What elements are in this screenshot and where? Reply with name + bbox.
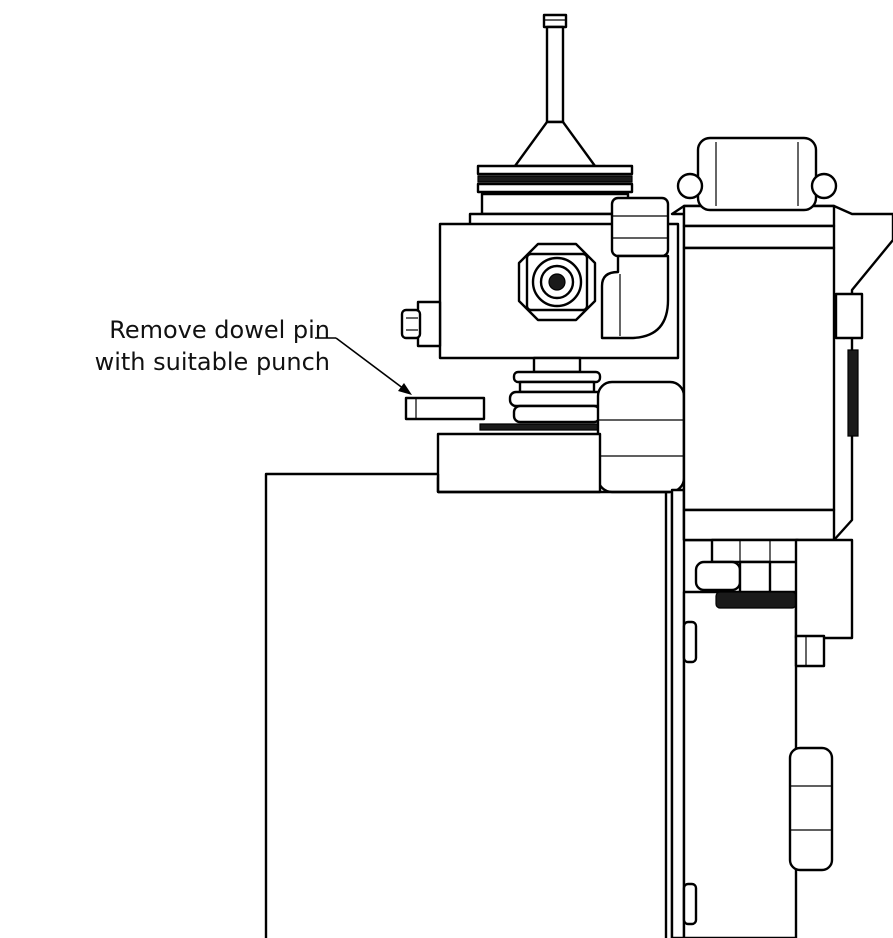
- hex-nut: [598, 382, 684, 492]
- elbow-fitting: [602, 198, 668, 338]
- lower-fittings: [696, 540, 852, 666]
- callout-text: Remove dowel pin with suitable punch: [0, 314, 330, 378]
- housing: [266, 474, 684, 938]
- stem-stack: [480, 358, 604, 430]
- probe-tip: [470, 15, 640, 226]
- base-plate: [438, 434, 600, 492]
- port-fitting: [519, 244, 595, 320]
- callout-line-1: Remove dowel pin: [109, 316, 330, 344]
- callout-line-2: with suitable punch: [94, 348, 330, 376]
- dowel-pin: [406, 398, 484, 419]
- regulator: [672, 138, 893, 540]
- leader-arrow: [315, 338, 412, 395]
- side-plate: [684, 592, 832, 938]
